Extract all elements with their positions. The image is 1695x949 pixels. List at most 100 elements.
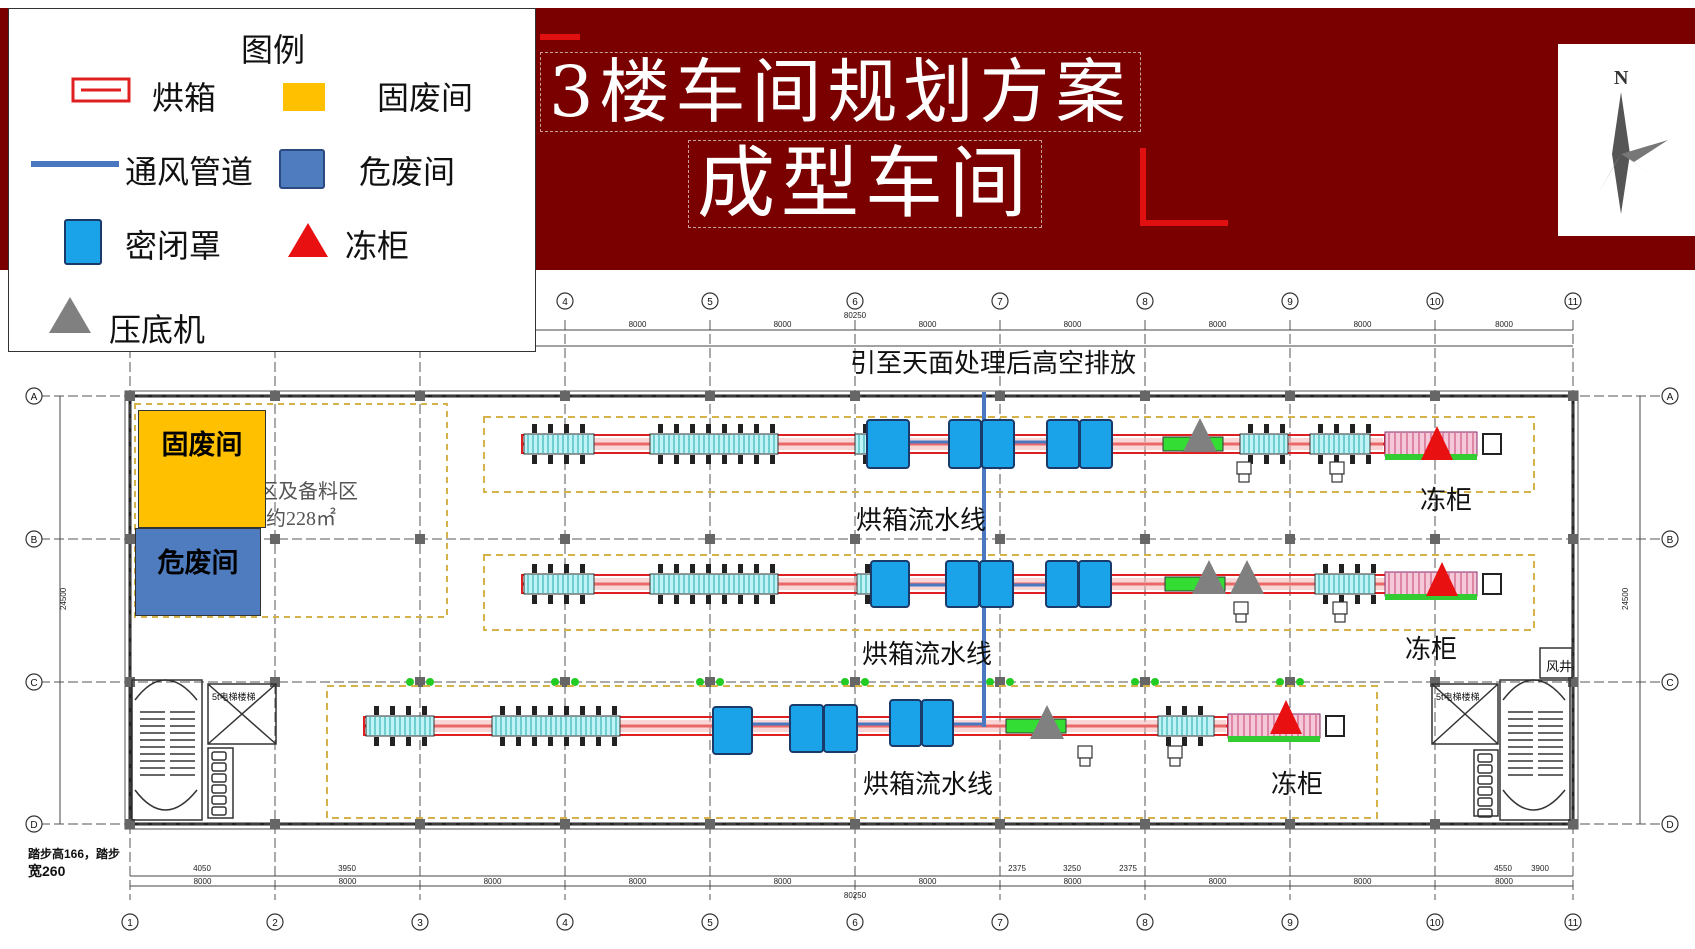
column-label-top: 10 bbox=[1429, 297, 1441, 308]
column-label-top: 8 bbox=[1142, 297, 1148, 308]
column-bubble-bottom bbox=[121, 913, 139, 931]
column-label-bottom: 7 bbox=[997, 918, 1003, 929]
column-label-bottom: 4 bbox=[562, 918, 568, 929]
column-bubble-bottom bbox=[411, 913, 429, 931]
corner-bracket-bottom-base bbox=[1146, 220, 1228, 226]
sole-press-legend-icon bbox=[49, 297, 91, 333]
row-label: C bbox=[30, 678, 37, 689]
row-label: A bbox=[1667, 392, 1674, 403]
dim-bottom: 8000 bbox=[1209, 877, 1227, 886]
freezer-label-3: 冻柜 bbox=[1271, 769, 1324, 799]
line-zone-3 bbox=[326, 685, 1378, 819]
dim-top: 8000 bbox=[1209, 320, 1227, 329]
total-dim: 80250 bbox=[844, 891, 867, 900]
stair-room-label-left: 5t电梯楼梯 bbox=[212, 692, 256, 702]
column-bubble-top bbox=[1281, 292, 1299, 310]
compass-icon: N bbox=[1598, 67, 1668, 214]
dim-bottom: 8000 bbox=[1064, 877, 1082, 886]
stair-room-label-right: 5t电梯楼梯 bbox=[1436, 692, 1480, 702]
row-bubble bbox=[25, 673, 43, 691]
column-bubble-bottom bbox=[1136, 913, 1154, 931]
column-bubble-top bbox=[991, 292, 1009, 310]
column-bubble-bottom bbox=[1564, 913, 1582, 931]
row-label: C bbox=[1666, 678, 1673, 689]
freezer-label-1: 冻柜 bbox=[1420, 485, 1473, 515]
sealed-hoods bbox=[712, 419, 1113, 755]
solid-waste-legend-icon bbox=[283, 83, 325, 111]
column-bubble-bottom bbox=[556, 913, 574, 931]
legend: 图例 烘箱 固废间 通风管道 危废间 密闭罩 冻柜 压底机 bbox=[8, 8, 536, 352]
column-label-bottom: 1 bbox=[127, 918, 133, 929]
column-label-top: 9 bbox=[1287, 297, 1293, 308]
column-bubble-top bbox=[1136, 292, 1154, 310]
dim-bottom: 8000 bbox=[629, 877, 647, 886]
side-dim: 24500 bbox=[1621, 587, 1630, 610]
exhaust-note: 引至天面处理后高空排放 bbox=[850, 348, 1137, 378]
column-bubble-bottom bbox=[701, 913, 719, 931]
page-subtitle: 成型车间 bbox=[688, 140, 1043, 228]
column-bubble-top bbox=[556, 292, 574, 310]
dim-bottom-sub: 2375 bbox=[1008, 864, 1026, 873]
column-label-bottom: 10 bbox=[1429, 918, 1441, 929]
legend-vent-duct-label: 通风管道 bbox=[125, 154, 254, 190]
storage-text-2: 约228㎡ bbox=[266, 508, 336, 530]
page-title: 3楼车间规划方案 bbox=[540, 52, 1141, 132]
column-bubble-bottom bbox=[266, 913, 284, 931]
hazardous-waste-room: 危废间 bbox=[135, 528, 261, 616]
column-label-top: 11 bbox=[1568, 297, 1579, 308]
dim-top: 8000 bbox=[1354, 320, 1372, 329]
column-label-top: 4 bbox=[562, 297, 568, 308]
line-label-2: 烘箱流水线 bbox=[862, 639, 993, 669]
hazardous-waste-legend-icon bbox=[279, 149, 325, 189]
freezer-label-2: 冻柜 bbox=[1405, 634, 1458, 664]
dim-top: 8000 bbox=[629, 320, 647, 329]
row-bubble bbox=[1661, 815, 1679, 833]
column-bubble-bottom bbox=[991, 913, 1009, 931]
dim-bottom-sub: 4550 bbox=[1494, 864, 1512, 873]
column-label-bottom: 6 bbox=[852, 918, 858, 929]
dim-bottom: 8000 bbox=[484, 877, 502, 886]
column-label-bottom: 9 bbox=[1287, 918, 1293, 929]
column-bubble-top bbox=[701, 292, 719, 310]
column-bubble-bottom bbox=[1426, 913, 1444, 931]
column-label-bottom: 11 bbox=[1568, 918, 1579, 929]
compass: N bbox=[1558, 44, 1695, 236]
storage-text-1: 区及备料区 bbox=[258, 481, 358, 503]
dim-top: 8000 bbox=[919, 320, 937, 329]
stair-right bbox=[1431, 647, 1573, 821]
freezers bbox=[1270, 426, 1458, 734]
stair-note-2: 宽260 bbox=[28, 863, 66, 879]
column-label-top: 5 bbox=[707, 297, 713, 308]
column-bubble-top bbox=[846, 292, 864, 310]
row-bubble bbox=[25, 387, 43, 405]
row-bubble bbox=[1661, 530, 1679, 548]
legend-heading: 图例 bbox=[241, 32, 306, 68]
dim-bottom-sub: 4050 bbox=[193, 864, 211, 873]
legend-sole-press-label: 压底机 bbox=[109, 312, 206, 348]
compass-north-label: N bbox=[1614, 67, 1629, 89]
line-label-3: 烘箱流水线 bbox=[863, 769, 994, 799]
dim-bottom: 8000 bbox=[339, 877, 357, 886]
row-bubble bbox=[25, 815, 43, 833]
row-label: B bbox=[1667, 535, 1674, 546]
line-zone-2 bbox=[483, 554, 1535, 631]
dim-bottom: 8000 bbox=[1354, 877, 1372, 886]
dim-bottom-sub: 3950 bbox=[338, 864, 356, 873]
dim-top: 8000 bbox=[1495, 320, 1513, 329]
dim-bottom: 8000 bbox=[774, 877, 792, 886]
column-label-bottom: 3 bbox=[417, 918, 423, 929]
dim-bottom: 8000 bbox=[919, 877, 937, 886]
dim-bottom: 8000 bbox=[1495, 877, 1513, 886]
corner-bracket-bottom bbox=[1140, 148, 1146, 226]
solid-waste-room: 固废间 bbox=[138, 410, 266, 528]
side-dim: 24500 bbox=[59, 587, 68, 610]
stair-left bbox=[131, 679, 277, 821]
legend-sealed-hood-label: 密闭罩 bbox=[125, 228, 222, 264]
column-bubble-top bbox=[1426, 292, 1444, 310]
row-bubble bbox=[1661, 673, 1679, 691]
row-bubble bbox=[1661, 387, 1679, 405]
storage-area bbox=[134, 403, 448, 618]
stair-note-1: 踏步高166，踏步 bbox=[28, 847, 121, 861]
